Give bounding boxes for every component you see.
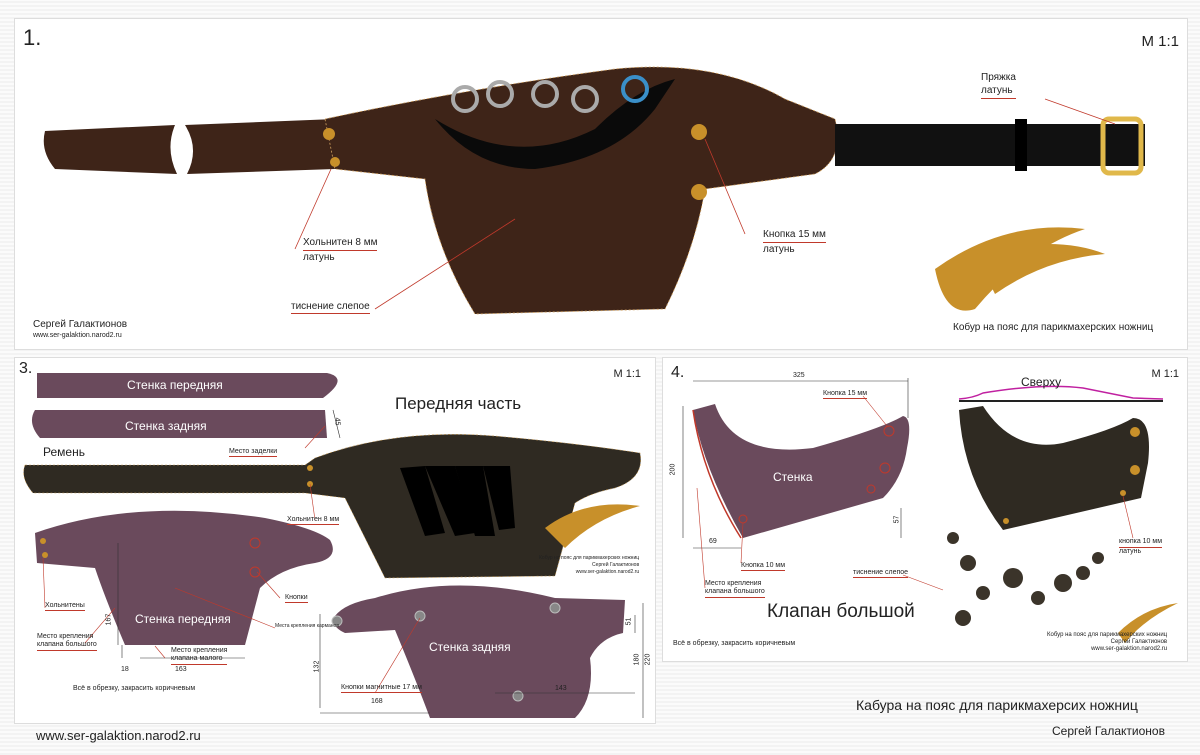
dim-143: 143 [555,685,567,692]
rivet-icon [40,538,46,544]
brand-logo [935,227,1105,311]
dim-180: 180 [633,653,641,666]
belt-left [43,125,177,174]
dim-18: 18 [121,666,129,673]
button-icon [1003,518,1009,524]
rivet-icon [323,128,335,140]
buttons-label: Кнопки [285,594,308,603]
back-strip [31,410,327,438]
scissors-icon [451,75,649,113]
magnet-button-icon [331,615,343,627]
back-strip-label: Стенка задняя [125,419,207,433]
dim-69: 69 [709,538,717,545]
caption: Кобур на пояс для парикмахерских ножниц [953,322,1154,333]
buckle-icon [1100,116,1144,176]
rivets-label: Хольнитены [45,602,85,611]
dim-167: 167 [105,613,113,626]
front-strip-label: Стенка передняя [127,378,223,392]
section-title: Передняя часть [395,394,522,413]
flap-wall [693,404,910,538]
front-part-pattern [23,373,644,718]
seam-label: Место заделки [229,448,278,457]
front-strip [37,373,338,398]
scale-label: M 1:1 [1141,33,1179,50]
big-flap-pattern [682,378,1178,643]
panel-number: 1. [23,25,42,50]
rivet-icon [42,552,48,558]
magnet-button-icon [414,610,426,622]
belt-left-2 [185,119,335,174]
embossing-label: тиснение слепое [853,569,909,578]
website[interactable]: www.ser-galaktion.narod2.ru [33,332,122,339]
magnet-button-icon [549,602,561,614]
brand-logo [545,504,640,548]
dim-57: 57 [893,515,901,524]
footer-title: Кабура на пояс для парикмахерсих ножниц [856,697,1138,713]
back-wall-label: Стенка задняя [429,640,511,654]
magnet-buttons-label: Кнопки магнитные 17 мм [341,684,422,693]
button15-label: Кнопка 15 мм [823,390,868,399]
dim-51: 51 [625,617,633,626]
pocket-attach-label: Места крепления карманов [275,623,339,629]
rivet-icon [330,157,340,167]
dim-163: 163 [175,666,187,673]
button-icon [1130,427,1140,437]
panel-big-flap: 4. M 1:1 Сверху Стенка Клапан большой Кн… [662,357,1188,662]
top-view-label: Сверху [1021,375,1062,389]
dim-132: 132 [313,660,321,673]
button-icon [1120,490,1126,496]
brand-logo [1118,603,1178,643]
button-icon [691,184,707,200]
scale-label: M 1:1 [1151,368,1179,380]
rivet-label: Хольнитен 8 мм [287,516,340,525]
button-icon [1130,465,1140,475]
dim-200: 200 [669,463,677,476]
footer-author: Сергей Галактионов [1052,724,1165,738]
dim-220: 220 [644,653,652,666]
holster-illustration [43,66,1145,315]
belt-label: Ремень [43,445,85,459]
button-icon [691,124,707,140]
embossing-label: тиснение слепое [291,301,370,314]
scissors-pockets [400,466,515,536]
floral-embossing [947,532,1104,626]
pocket-opening [435,79,675,169]
panel-number: 4. [671,364,685,381]
panel-front-part: 3. M 1:1 Передняя часть Стенка передняя … [14,357,656,724]
author-name: Сергей Галактионов [33,319,128,330]
wall-label: Стенка [773,470,813,484]
belt-loop [1015,119,1027,171]
button10-label: Кнопка 10 мм [741,562,786,571]
dim-168: 168 [371,698,383,705]
back-wall [333,585,625,718]
magnet-button-icon [512,690,524,702]
dim-325: 325 [793,372,805,379]
dim-45: 45 [333,417,341,426]
front-wall [35,510,333,645]
note: Всё в обрезку, закрасить коричневым [73,685,196,692]
front-wall-label: Стенка передняя [135,612,231,626]
embossed-flap [959,406,1149,530]
scale-label: M 1:1 [613,368,641,380]
belt-right [835,124,1145,166]
panel-number: 3. [19,360,33,377]
rivet-icon [307,465,313,471]
footer-website[interactable]: www.ser-galaktion.narod2.ru [36,728,201,743]
flap-title: Клапан большой [767,601,915,622]
holster-body [324,66,838,315]
note: Всё в обрезку, закрасить коричневым [673,640,796,647]
